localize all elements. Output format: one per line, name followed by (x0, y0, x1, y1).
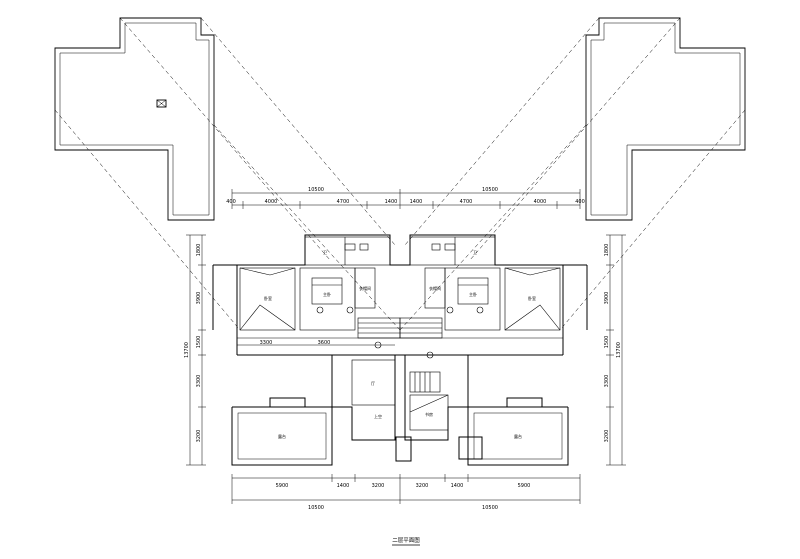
room-label-hall: 厅 (371, 381, 375, 386)
dimension-lines (186, 189, 626, 546)
room-label-bath-right: 卫 (473, 250, 477, 255)
dim-left-3: 1500 (196, 336, 202, 349)
dim-right-2: 3900 (604, 292, 610, 305)
dim-top-total-right: 10500 (482, 187, 498, 193)
dim-right-total: 13700 (616, 342, 622, 358)
dim-bottom-right-3: 5900 (518, 483, 531, 489)
dim-right-4: 3300 (604, 375, 610, 388)
dimension-labels: 10500 10500 400 4000 4700 1400 1400 4700… (184, 187, 622, 511)
dim-top-left-2: 4000 (265, 199, 278, 205)
room-label-terrace-right: 露台 (514, 433, 522, 439)
room-label-bath-left: 卫 (323, 250, 327, 255)
upper-left-rooms (239, 236, 401, 339)
roof-vent-left (156, 99, 167, 108)
room-label-terrace-left: 露台 (278, 433, 286, 439)
room-label-closet-left: 衣帽间 (359, 285, 371, 291)
dim-top-right-1: 1400 (410, 199, 423, 205)
dim-left-4: 3300 (196, 375, 202, 388)
room-label-master-right: 主卧 (469, 291, 477, 297)
dim-left-2: 3900 (196, 292, 202, 305)
dim-bottom-left-2: 1400 (337, 483, 350, 489)
drawing-caption: 二层平面图 (392, 536, 420, 544)
dim-right-1: 1800 (604, 244, 610, 257)
roof-plan-right (585, 17, 746, 221)
room-label-bedroom-left: 卧室 (264, 295, 272, 301)
dim-top-left-3: 4700 (337, 199, 350, 205)
dim-inner-1: 3300 (260, 340, 273, 346)
dim-top-right-4: 400 (575, 199, 585, 205)
dim-top-total-left: 10500 (308, 187, 324, 193)
dim-top-right-3: 4000 (534, 199, 547, 205)
dim-bottom-left-3: 3200 (372, 483, 385, 489)
dim-top-right-2: 4700 (460, 199, 473, 205)
dim-bottom-right-2: 1400 (451, 483, 464, 489)
dim-inner-2: 3600 (318, 340, 331, 346)
middle-rooms (351, 341, 449, 431)
dim-left-5: 3200 (196, 430, 202, 443)
floor-plan-walls (212, 234, 588, 466)
room-labels: 卧室 卧室 主卧 主卧 卫 卫 衣帽间 衣帽间 厅 书房 上空 露台 露台 (264, 250, 536, 439)
dim-right-3: 1500 (604, 336, 610, 349)
room-label-closet-right: 衣帽间 (429, 285, 441, 291)
room-label-master-left: 主卧 (323, 291, 331, 297)
dim-right-5: 3200 (604, 430, 610, 443)
dim-top-left-4: 1400 (385, 199, 398, 205)
dim-left-1: 1800 (196, 244, 202, 257)
dim-left-total: 13700 (184, 342, 190, 358)
roof-plan-left (54, 17, 215, 221)
dim-bottom-left-1: 5900 (276, 483, 289, 489)
room-label-bedroom-right: 卧室 (528, 295, 536, 301)
dim-bottom-total-left: 10500 (308, 505, 324, 511)
dim-top-left-1: 400 (226, 199, 236, 205)
room-label-study: 书房 (425, 411, 433, 417)
upper-right-rooms (399, 236, 561, 339)
dim-bottom-total-right: 10500 (482, 505, 498, 511)
room-label-void: 上空 (374, 413, 382, 419)
dim-bottom-right-1: 3200 (416, 483, 429, 489)
projection-lines (54, 17, 746, 331)
